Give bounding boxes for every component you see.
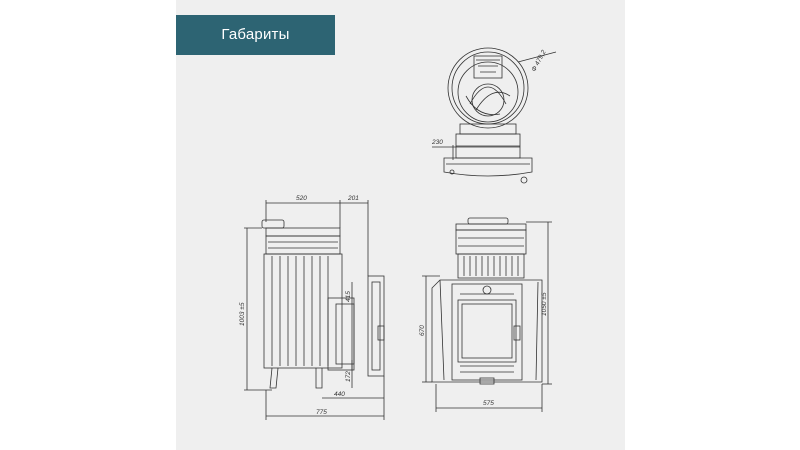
title-banner: Габариты: [176, 15, 335, 55]
dim-side-overall: 775: [316, 409, 327, 416]
drawing-background: [176, 0, 625, 450]
dim-side-bottom-inner: 440: [334, 391, 345, 398]
dim-side-door-lower: 172: [345, 371, 352, 382]
dim-top-diameter: Ф 479,2: [531, 49, 548, 73]
page-title: Габариты: [221, 26, 290, 43]
dim-side-door-upper: 415: [345, 291, 352, 302]
dim-side-height: 1003 ±5: [239, 302, 246, 326]
top-view: [432, 47, 557, 184]
front-view: [422, 217, 552, 412]
dim-front-height-right: 1050 ±5: [541, 292, 548, 316]
dim-top-width: 230: [431, 139, 443, 146]
dim-side-top-offset: 201: [347, 195, 359, 202]
side-view: [244, 200, 385, 420]
dim-side-top-width: 520: [296, 195, 307, 202]
dim-front-height-left: 670: [419, 325, 426, 336]
dim-front-width: 575: [483, 400, 494, 407]
